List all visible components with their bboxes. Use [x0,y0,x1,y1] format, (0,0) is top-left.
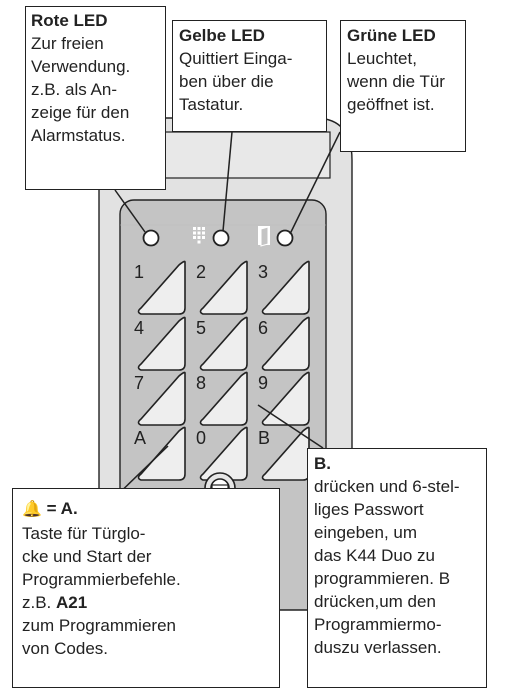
keypad-dots-icon [193,227,205,244]
key-b-text: Programmiermo- [314,615,442,634]
red-led-text: Alarmstatus. [31,126,126,145]
red-led-text: Verwendung. [31,57,131,76]
key-6-button[interactable] [261,316,310,371]
red-led-callout: Rote LED Zur freien Verwendung. z.B. als… [25,6,166,190]
key-9-label: 9 [258,373,269,393]
key-b-text: drücken und 6-stel- [314,477,460,496]
green-led-callout: Grüne LED Leuchtet, wenn die Tür geöffne… [340,20,466,152]
yellow-led [212,229,230,247]
key-b-callout: B. drücken und 6-stel- liges Passwort ei… [307,448,487,688]
yellow-led-title: Gelbe LED [179,26,265,45]
key-8-label: 8 [196,373,207,393]
key-a-text: Taste für Türglo- [22,524,146,543]
key-2-button[interactable] [199,260,248,315]
red-led-title: Rote LED [31,11,108,30]
key-8-button[interactable] [199,371,248,426]
key-a-example-prefix: z.B. [22,593,52,612]
housing-top-slot [149,131,331,179]
key-a-text: cke und Start der [22,547,152,566]
yellow-led-text: ben über die [179,72,274,91]
key-4-label: 4 [134,318,145,338]
key-b-text: drücken,um den [314,592,436,611]
key-a-text: Programmierbefehle. [22,570,181,589]
yellow-led-text: Quittiert Einga- [179,49,293,68]
key-a-button[interactable] [137,426,186,481]
key-a-example: z.B. A21 [22,591,279,614]
key-b-text: duszu verlassen. [314,638,442,657]
key-0-label: 0 [196,428,207,448]
key-a-label: A [134,428,147,448]
green-led-text: Leuchtet, [347,49,417,68]
keypad-keys [137,260,310,481]
leader-yellow [222,131,233,232]
red-led-text: z.B. als An- [31,80,117,99]
key-9-button[interactable] [261,371,310,426]
door-icon [258,226,270,247]
key-b-text: eingeben, um [314,523,418,542]
key-5-button[interactable] [199,316,248,371]
bell-icon: 🔔 [22,501,42,518]
key-a-callout: 🔔 = A. Taste für Türglo- cke und Start d… [12,488,280,688]
key-0-button[interactable] [199,426,248,481]
green-led [276,229,294,247]
red-led [142,229,160,247]
key-1-label: 1 [134,262,145,282]
leader-green [289,131,341,235]
key-a-title: 🔔 = A. [22,497,279,521]
yellow-led-callout: Gelbe LED Quittiert Einga- ben über die … [172,20,327,132]
key-a-example-code: A21 [56,593,88,612]
key-7-label: 7 [134,373,145,393]
key-b-text: liges Passwort [314,500,424,519]
key-b-label: B [258,428,271,448]
key-7-button[interactable] [137,371,186,426]
green-led-title: Grüne LED [347,26,436,45]
key-6-label: 6 [258,318,269,338]
red-led-text: Zur freien [31,34,104,53]
key-3-label: 3 [258,262,269,282]
key-1-button[interactable] [137,260,186,315]
yellow-led-text: Tastatur. [179,95,244,114]
key-4-button[interactable] [137,316,186,371]
key-a-heading: = A. [46,499,78,518]
key-a-text: zum Programmieren [22,616,176,635]
key-b-title: B. [314,454,331,473]
key-2-label: 2 [196,262,207,282]
key-5-label: 5 [196,318,207,338]
key-a-text: von Codes. [22,639,108,658]
leader-b [257,404,324,449]
red-led-text: zeige für den [31,103,130,122]
leader-red [114,189,146,233]
key-b-text: das K44 Duo zu [314,546,435,565]
green-led-text: wenn die Tür [347,72,445,91]
green-led-text: geöffnet ist. [347,95,435,114]
key-b-text: programmieren. B [314,569,451,588]
key-3-button[interactable] [261,260,310,315]
